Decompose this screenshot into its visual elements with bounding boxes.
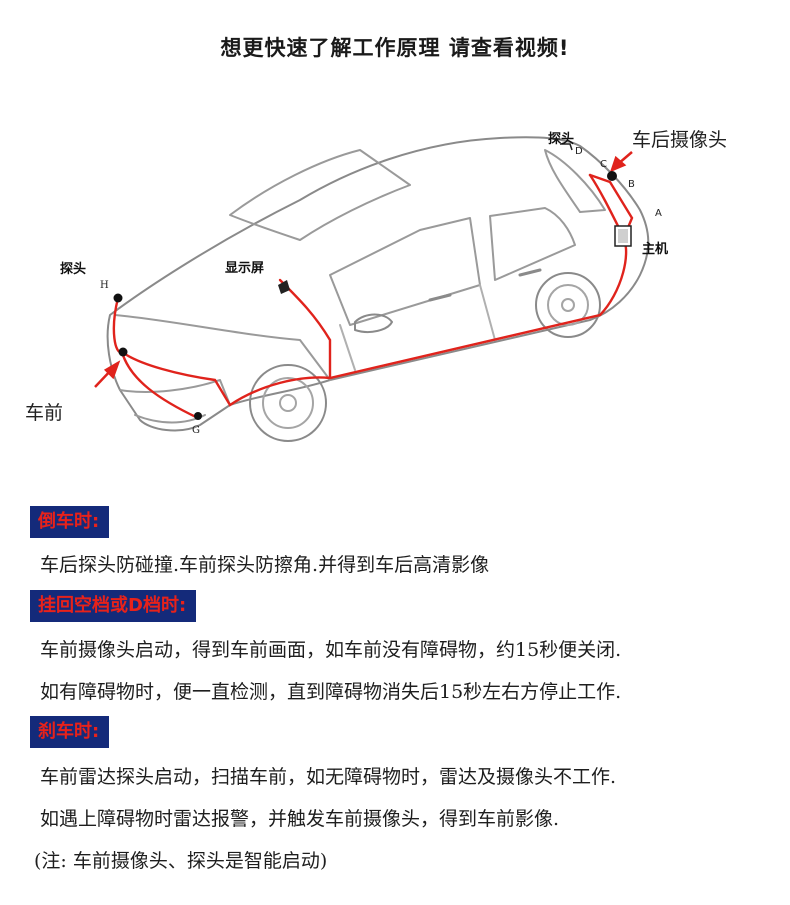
section-brake-note: (注: 车前摄像头、探头是智能启动)	[34, 850, 328, 872]
front-probe-label: 探头	[60, 262, 87, 277]
section-brake-line-2: 如遇上障碍物时雷达报警，并触发车前摄像头，得到车前影像.	[40, 808, 560, 830]
camera-point-front	[118, 347, 128, 357]
display-unit	[278, 280, 290, 294]
rear-probe-label: 探头	[548, 132, 575, 147]
point-d-label: D	[575, 146, 583, 157]
host-label: 主机	[642, 242, 669, 257]
section-neutral-line-2: 如有障碍物时，便一直检测，直到障碍物消失后15秒左右方停止工作.	[40, 681, 622, 703]
point-h-label: H	[100, 280, 109, 291]
sensor-points	[113, 171, 617, 420]
host-unit	[614, 225, 632, 247]
front-label: 车前	[25, 402, 64, 424]
pointer-arrows	[94, 151, 633, 388]
probe-point-h	[113, 293, 123, 303]
car-wiring-diagram: A B C D H G 车后摄像头 探头 主机 探头 显示屏 车前	[0, 90, 790, 500]
probe-point-g	[194, 412, 202, 420]
page-headline: 想更快速了解工作原理 请查看视频!	[220, 36, 570, 60]
section-heading-brake: 刹车时:	[30, 716, 110, 748]
point-a-label: A	[655, 208, 662, 219]
section-heading-neutral-drive: 挂回空档或D档时:	[30, 590, 197, 622]
section-brake-line-1: 车前雷达探头启动，扫描车前，如无障碍物时，雷达及摄像头不工作.	[40, 766, 617, 788]
point-b-label: B	[628, 179, 635, 190]
section-reverse-line-1: 车后探头防碰撞.车前探头防擦角.并得到车后高清影像	[40, 554, 490, 576]
section-neutral-line-1: 车前摄像头启动，得到车前画面，如车前没有障碍物，约15秒便关闭.	[40, 639, 622, 661]
section-heading-reverse: 倒车时:	[30, 506, 110, 538]
car-illustration	[106, 136, 650, 442]
point-c-label: C	[600, 159, 607, 170]
rear-camera-label: 车后摄像头	[632, 129, 728, 151]
point-g-label: G	[192, 425, 200, 436]
display-label: 显示屏	[225, 261, 265, 276]
rear-camera-point	[607, 171, 617, 181]
wiring-harness	[112, 173, 634, 420]
